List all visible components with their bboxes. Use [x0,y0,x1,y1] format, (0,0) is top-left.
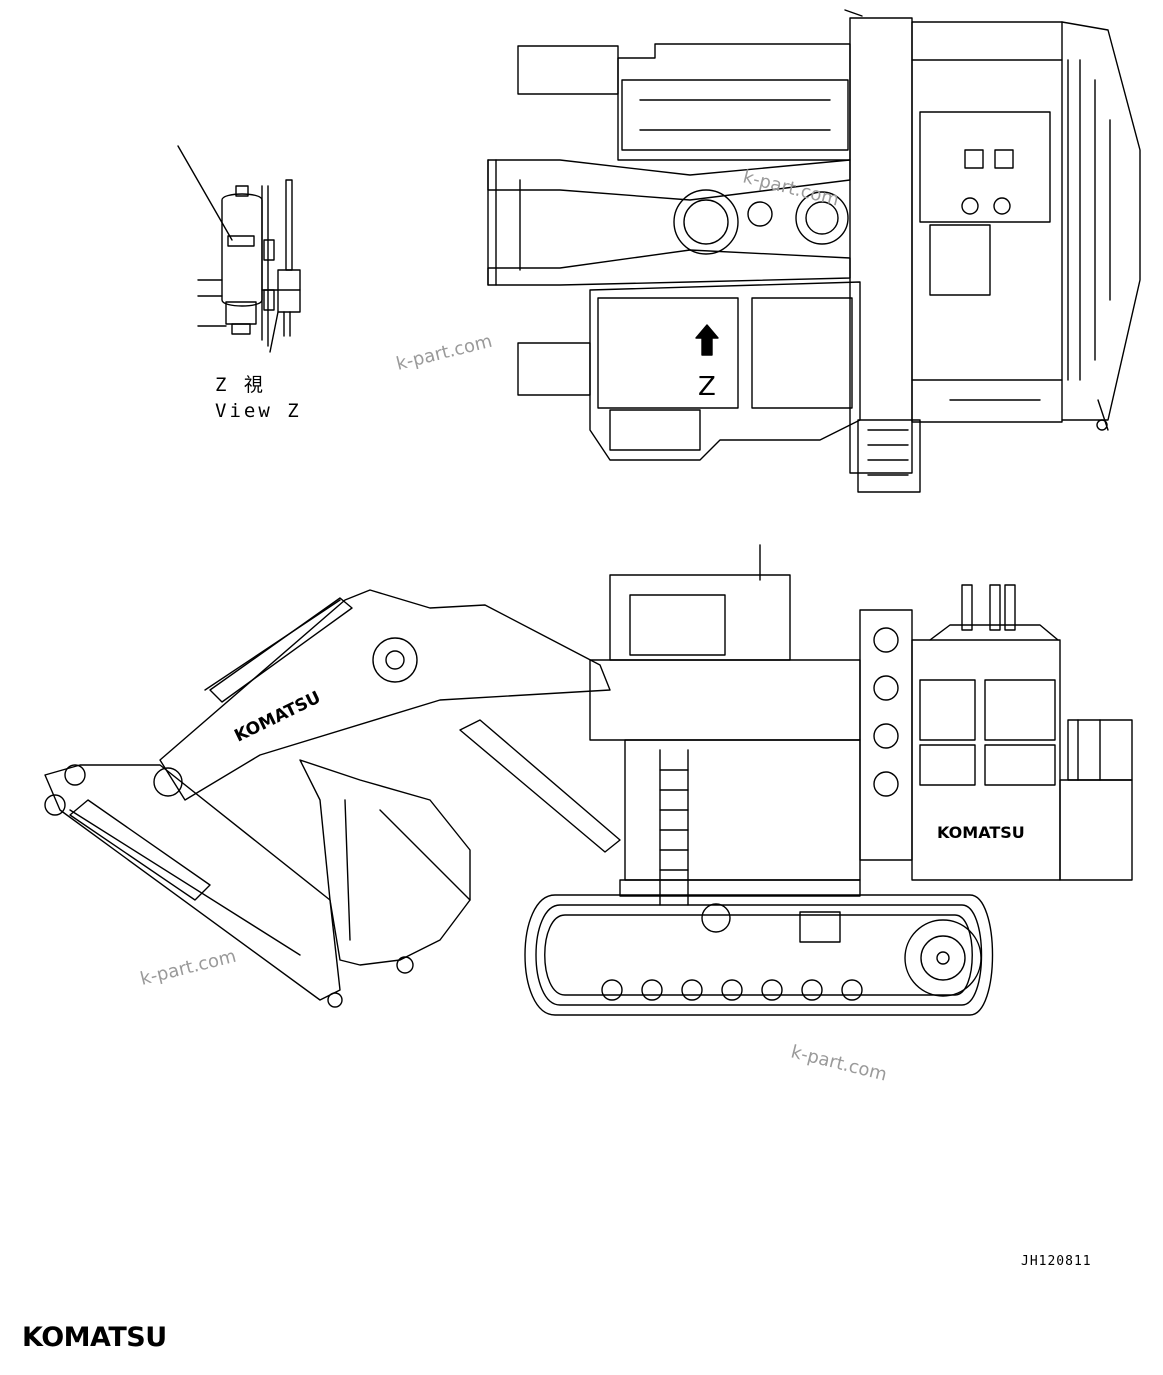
watermark-4: k-part.com [789,1041,889,1085]
side-view [44,544,1133,1016]
brand-logo-text: KOMATSU [22,1322,167,1350]
arrow-letter: Z [698,372,716,402]
doc-id: JH120811 [1021,1254,1092,1269]
view-z-detail [177,145,301,353]
watermarks: k-part.com k-part.com k-part.com k-part.… [138,166,889,1085]
view-label-english: View Z [215,400,302,422]
watermark-3: k-part.com [138,946,238,990]
top-view [487,9,1141,493]
body-decal-text: KOMATSU [937,823,1025,842]
komatsu-logo: KOMATSU [22,1322,167,1350]
view-label-japanese: Z 視 [215,374,266,396]
watermark-2: k-part.com [741,166,841,210]
watermark-1: k-part.com [394,331,494,375]
boom-decal-text: KOMATSU [231,688,324,747]
